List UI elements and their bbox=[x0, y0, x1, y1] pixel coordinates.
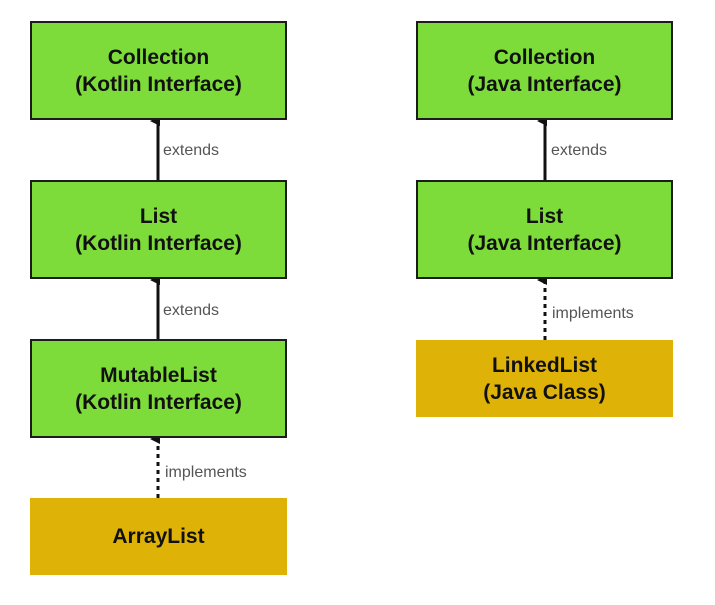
linkedlist-node: LinkedList (Java Class) bbox=[416, 340, 673, 417]
node-title: ArrayList bbox=[112, 525, 205, 548]
node-subtitle: (Kotlin Interface) bbox=[75, 72, 242, 96]
kotlin-collection-node: Collection (Kotlin Interface) bbox=[30, 21, 287, 120]
node-title: List bbox=[525, 204, 564, 228]
kotlin-list-node: List (Kotlin Interface) bbox=[30, 180, 287, 279]
right-extends-label: extends bbox=[551, 142, 608, 159]
right-implements-label: implements bbox=[552, 305, 634, 322]
node-subtitle: (Java Interface) bbox=[467, 72, 622, 96]
node-subtitle: (Java Interface) bbox=[467, 231, 622, 255]
node-subtitle: (Kotlin Interface) bbox=[75, 231, 242, 255]
left-extends-label-1: extends bbox=[163, 142, 220, 159]
node-title: List bbox=[139, 204, 178, 228]
node-title: Collection bbox=[107, 45, 210, 69]
node-title: LinkedList bbox=[491, 353, 597, 377]
node-title: MutableList bbox=[100, 363, 217, 387]
kotlin-mutablelist-node: MutableList (Kotlin Interface) bbox=[30, 339, 287, 438]
java-list-node: List (Java Interface) bbox=[416, 180, 673, 279]
node-title: Collection bbox=[493, 45, 596, 69]
left-extends-label-2: extends bbox=[163, 302, 220, 319]
node-subtitle: (Java Class) bbox=[483, 380, 606, 404]
arraylist-node: ArrayList bbox=[30, 498, 287, 575]
java-collection-node: Collection (Java Interface) bbox=[416, 21, 673, 120]
left-implements-label: implements bbox=[165, 464, 247, 481]
node-subtitle: (Kotlin Interface) bbox=[75, 390, 242, 414]
